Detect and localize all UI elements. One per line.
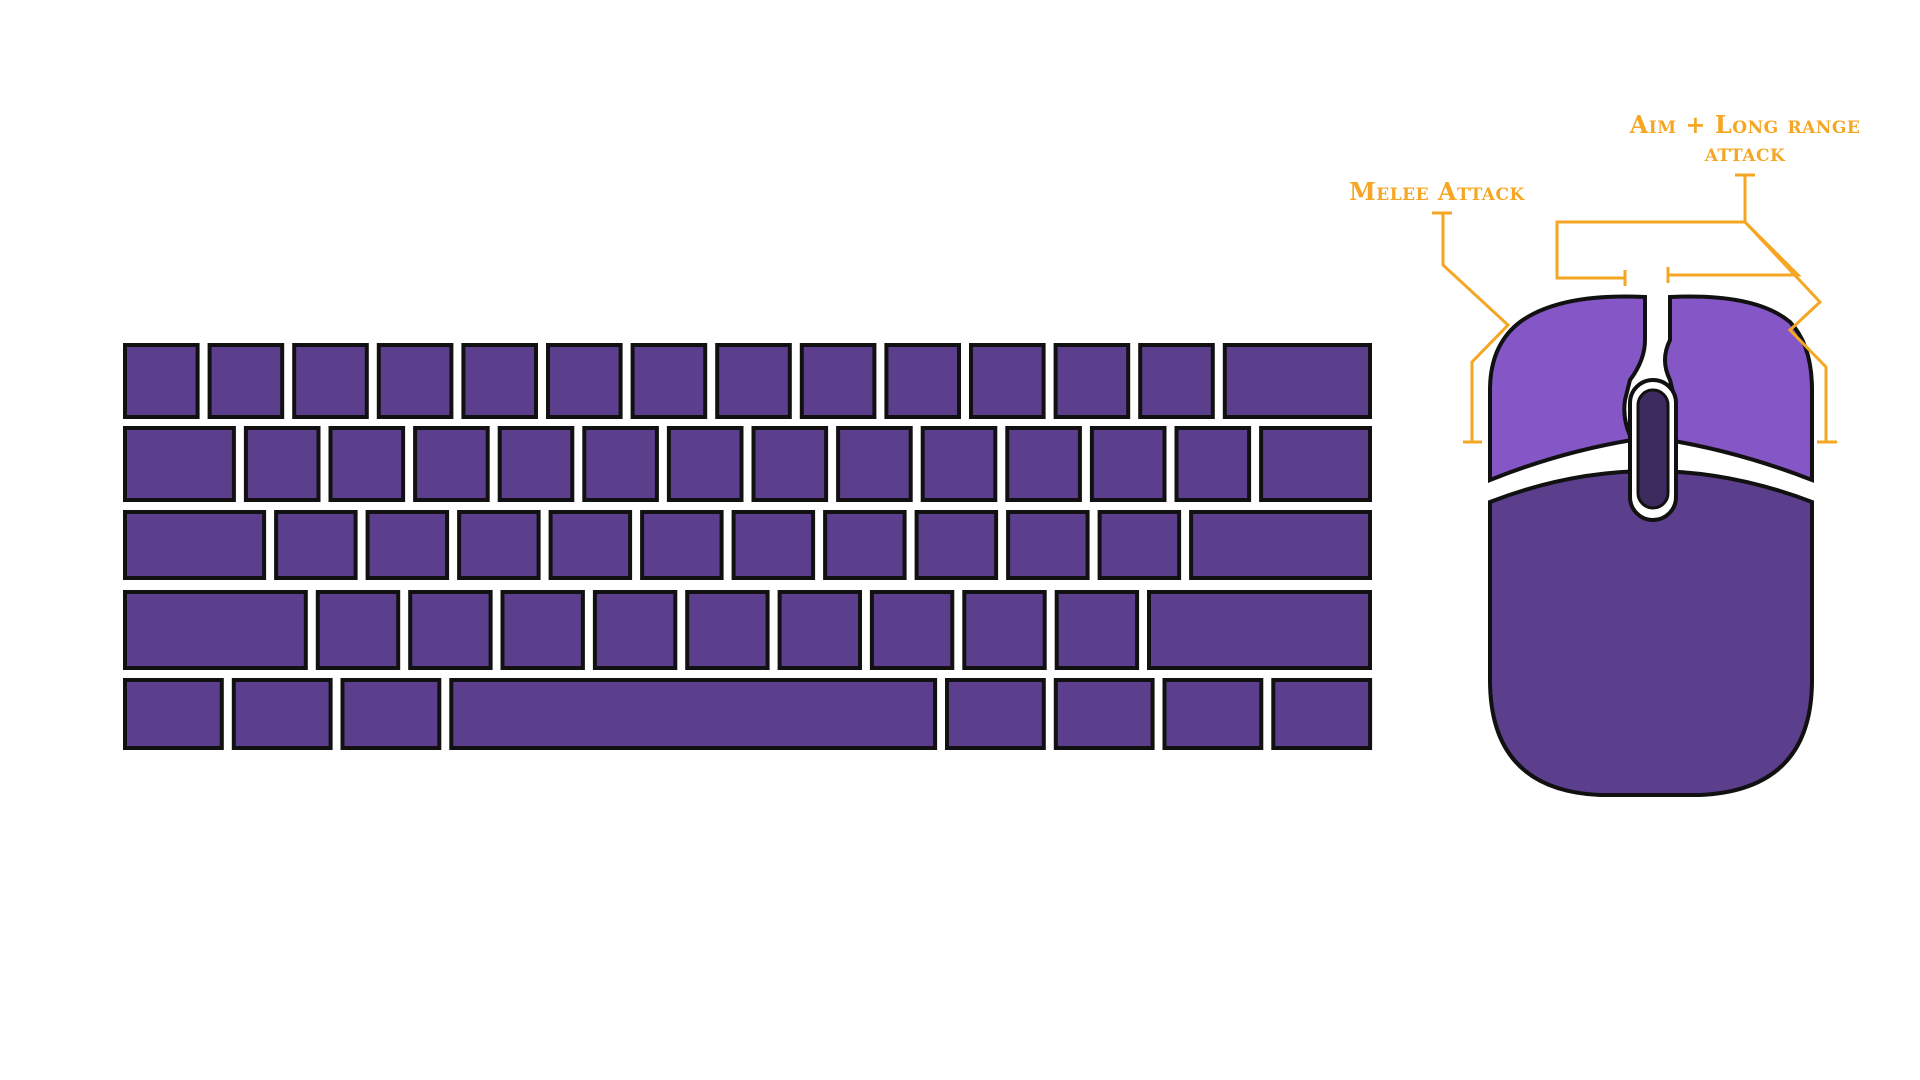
keyboard-key-r3-k1 — [123, 510, 267, 580]
keyboard-key-r3-k10 — [1006, 510, 1090, 580]
keyboard-key-r2-k1 — [123, 426, 236, 502]
keyboard-key-r2-k13 — [1174, 426, 1252, 502]
keyboard-key-r2-k12 — [1089, 426, 1167, 502]
callout-lines — [1432, 173, 1837, 444]
keyboard-key-r2-k5 — [497, 426, 575, 502]
mouse-right-button — [1663, 294, 1814, 483]
keyboard-key-r3-k7 — [731, 510, 816, 580]
keyboard-key-r1-k6 — [546, 343, 623, 419]
keyboard-key-r5-k6 — [1053, 678, 1155, 750]
keyboard-key-r4-k11 — [1147, 590, 1372, 670]
keyboard-key-r3-k11 — [1097, 510, 1182, 580]
keyboard-key-r1-k1 — [123, 343, 200, 419]
keyboard-key-r2-k4 — [413, 426, 490, 502]
aim-long-range-label-line1: Aim + Long range — [1629, 110, 1861, 139]
keyboard-key-r3-k2 — [274, 510, 358, 580]
keyboard-key-r1-k12 — [1053, 343, 1131, 419]
keyboard-key-r1-k4 — [376, 343, 454, 419]
keyboard-key-r1-k14 — [1222, 343, 1373, 419]
keyboard-key-r3-k4 — [457, 510, 541, 580]
mouse — [1488, 294, 1814, 797]
keyboard-key-r4-k4 — [500, 590, 585, 670]
keyboard-key-r4-k9 — [962, 590, 1047, 670]
keyboard-key-r2-k9 — [836, 426, 913, 502]
keyboard-key-r5-k8 — [1271, 678, 1373, 750]
keyboard-key-r1-k8 — [715, 343, 792, 419]
keyboard-key-r4-k3 — [408, 590, 493, 670]
keyboard-key-r4-k8 — [869, 590, 955, 670]
keyboard-key-r4-k6 — [685, 590, 770, 670]
keyboard-key-r1-k7 — [630, 343, 708, 419]
keyboard-key-r4-k7 — [777, 590, 862, 670]
keyboard-key-r2-k14 — [1259, 426, 1372, 502]
keyboard-key-r1-k9 — [799, 343, 877, 419]
keyboard-key-r5-k5 — [945, 678, 1046, 750]
keyboard-key-r1-k13 — [1138, 343, 1215, 419]
aim-long-range-label-line2: attack — [1704, 138, 1786, 167]
keyboard-key-r4-k10 — [1054, 590, 1140, 670]
keyboard-key-r1-k5 — [461, 343, 538, 419]
keyboard-key-r3-k3 — [365, 510, 450, 580]
keyboard-key-r4-k2 — [315, 590, 401, 670]
keyboard-key-r3-k9 — [914, 510, 999, 580]
keyboard-key-r3-k8 — [823, 510, 907, 580]
keyboard-key-r2-k3 — [328, 426, 406, 502]
keyboard-key-r1-k3 — [292, 343, 369, 419]
keyboard-key-r3-k5 — [548, 510, 633, 580]
keyboard — [123, 343, 1373, 750]
keyboard-key-r1-k10 — [884, 343, 962, 419]
keyboard-key-r3-k6 — [640, 510, 724, 580]
mouse-left-button — [1488, 294, 1647, 483]
keyboard-key-r5-k2 — [231, 678, 333, 750]
keyboard-key-r4-k5 — [592, 590, 678, 670]
keyboard-key-r5-k3 — [340, 678, 442, 750]
keyboard-key-r2-k10 — [920, 426, 998, 502]
keyboard-key-r2-k7 — [666, 426, 744, 502]
keyboard-key-r4-k1 — [123, 590, 308, 670]
keyboard-key-r2-k6 — [582, 426, 659, 502]
melee-attack-label: Melee Attack — [1349, 177, 1525, 206]
melee-callout-line — [1432, 211, 1511, 444]
keyboard-key-r1-k11 — [969, 343, 1046, 419]
keyboard-key-r5-k7 — [1162, 678, 1264, 750]
keyboard-key-r2-k11 — [1005, 426, 1082, 502]
aim-callout-line — [1555, 173, 1837, 444]
keyboard-key-r2-k2 — [243, 426, 321, 502]
scroll-wheel — [1636, 388, 1670, 510]
keyboard-key-r3-k12 — [1189, 510, 1372, 580]
keyboard-key-r5-k4 — [449, 678, 938, 750]
keyboard-key-r1-k2 — [207, 343, 285, 419]
keyboard-key-r5-k1 — [123, 678, 224, 750]
keyboard-key-r2-k8 — [751, 426, 829, 502]
